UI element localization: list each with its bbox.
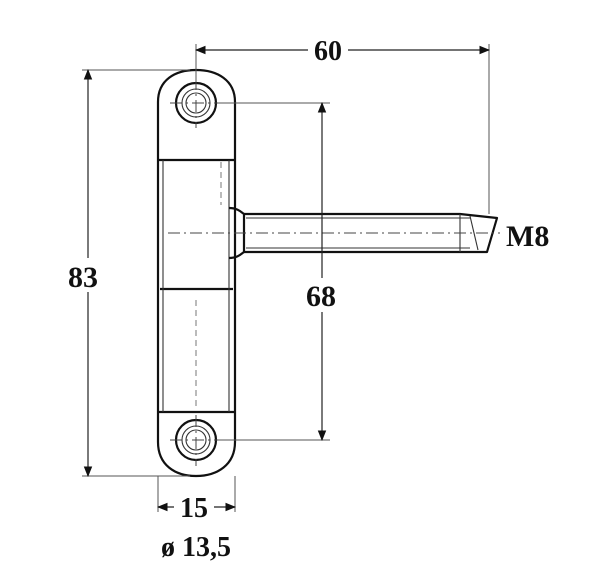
dimension-83: 83 [62, 68, 190, 478]
plate-outline [156, 68, 237, 478]
thread-label: M8 [506, 220, 549, 253]
dimension-15-label: 15 [180, 493, 208, 524]
hinge-plate [156, 68, 237, 478]
dimension-83-label: 83 [68, 261, 98, 294]
dimension-60-label: 60 [314, 36, 342, 67]
dimension-68: 68 [218, 101, 346, 442]
pin-shaft [244, 212, 499, 254]
dimension-60: 60 [194, 36, 491, 214]
dimension-68-label: 68 [306, 280, 336, 313]
top-hole [170, 78, 222, 128]
pin-end-line [469, 215, 479, 251]
diameter-label: ø 13,5 [161, 532, 231, 563]
hinge-pin [168, 206, 500, 260]
dimension-15: 15 [156, 476, 237, 524]
bottom-hole [170, 415, 222, 466]
